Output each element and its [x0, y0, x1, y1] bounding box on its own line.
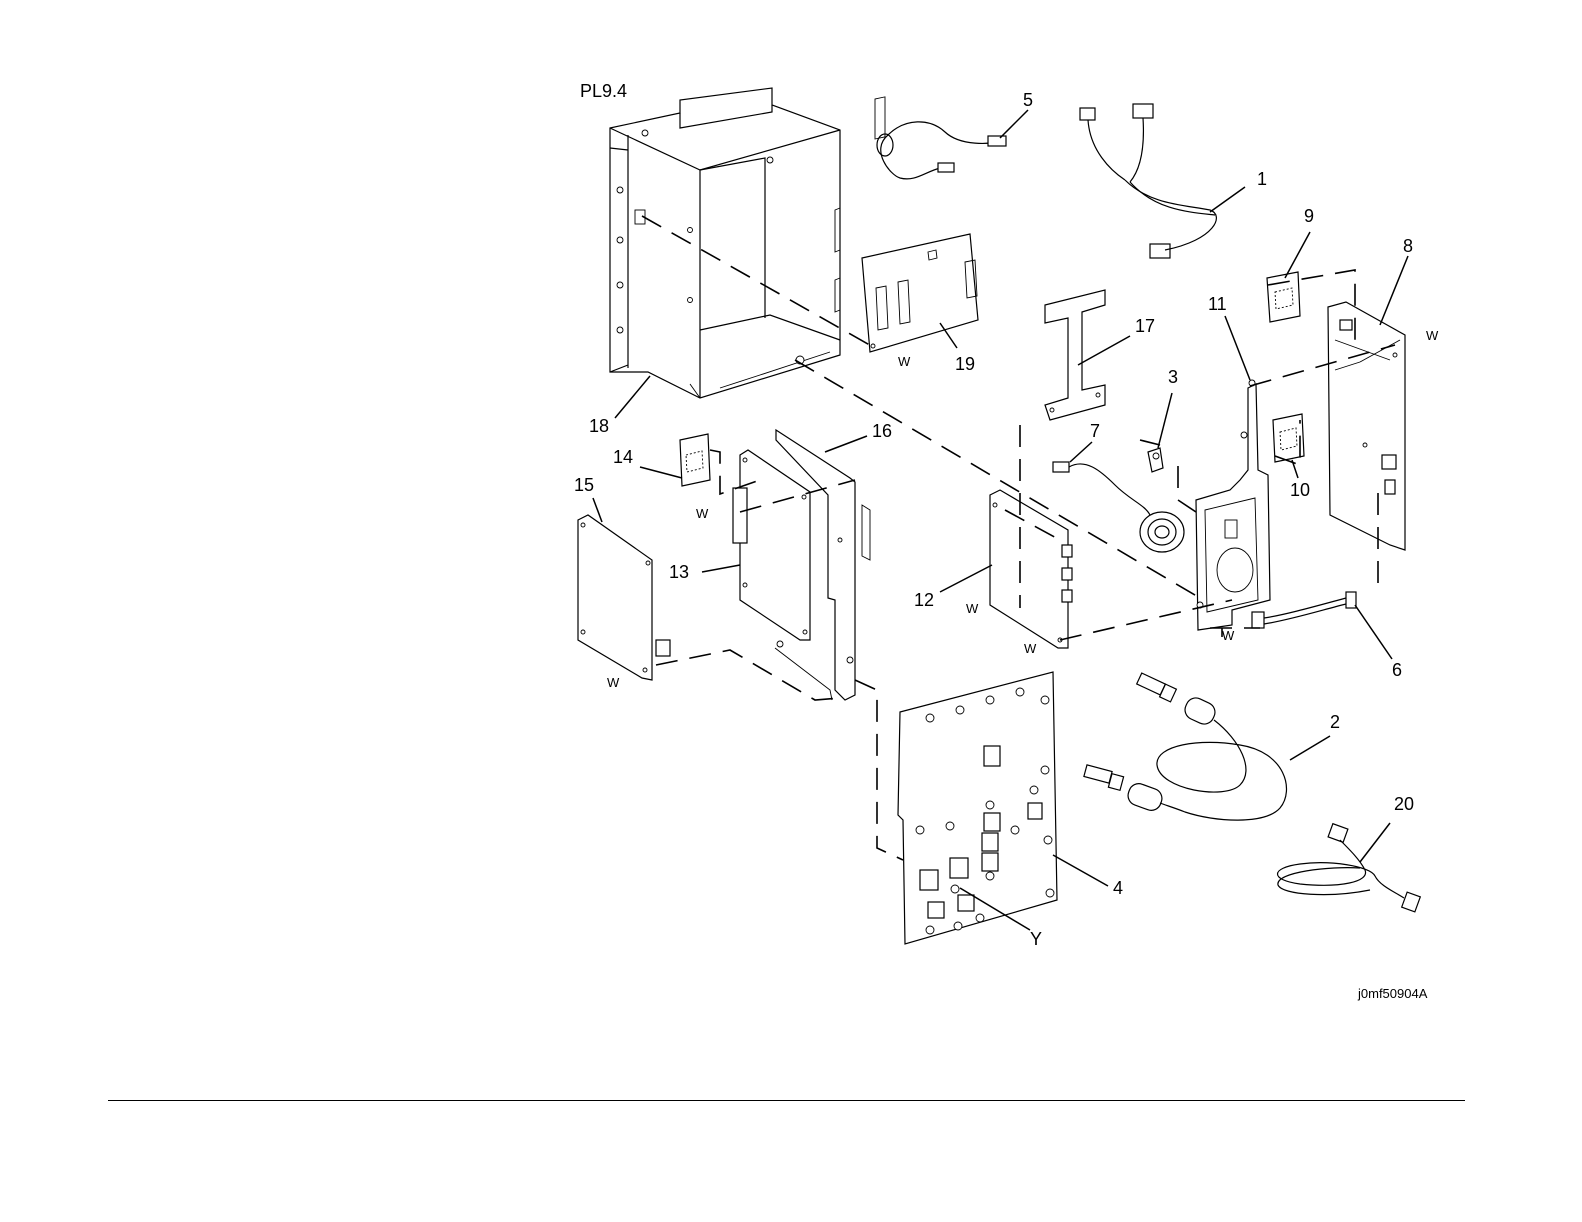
- part-4-main-board: [898, 672, 1057, 944]
- callout-7: 7: [1090, 421, 1100, 441]
- footer-rule: [108, 1100, 1465, 1101]
- part-14-label: [680, 434, 710, 486]
- part-15-board: [578, 515, 670, 680]
- callout-20: 20: [1394, 794, 1414, 814]
- callout-18: 18: [589, 416, 609, 436]
- callout-14: 14: [613, 447, 633, 467]
- marker-w: W: [898, 354, 911, 369]
- callout-2: 2: [1330, 712, 1340, 732]
- marker-w: W: [607, 675, 620, 690]
- part-19-board: [862, 97, 978, 352]
- callout-12: 12: [914, 590, 934, 610]
- callout-6: 6: [1392, 660, 1402, 680]
- part-20-network-cable: [1278, 824, 1421, 912]
- callout-8: 8: [1403, 236, 1413, 256]
- marker-w: W: [1426, 328, 1439, 343]
- marker-w: W: [696, 506, 709, 521]
- part-13-board: [733, 450, 810, 640]
- callout-3: 3: [1168, 367, 1178, 387]
- part-8-board: [1328, 302, 1405, 550]
- part-9-label: [1267, 272, 1300, 322]
- part-2-usb-cable: [1084, 673, 1287, 820]
- part-3-bracket: [1148, 448, 1163, 472]
- part-7-speaker: [1053, 462, 1184, 552]
- marker-y: Y: [1030, 929, 1042, 949]
- callout-4: 4: [1113, 878, 1123, 898]
- part-1-harness: [1080, 104, 1216, 258]
- part-12-board: [990, 490, 1072, 648]
- part-5-harness: [877, 122, 1006, 179]
- figure-id: j0mf50904A: [1357, 986, 1428, 1001]
- callout-15: 15: [574, 475, 594, 495]
- callout-9: 9: [1304, 206, 1314, 226]
- callout-19: 19: [955, 354, 975, 374]
- callout-11: 11: [1208, 294, 1227, 314]
- callout-5: 5: [1023, 90, 1033, 110]
- marker-w: W: [1222, 628, 1235, 643]
- part-18-chassis-frame: [610, 88, 840, 398]
- marker-w: W: [966, 601, 979, 616]
- callout-10: 10: [1290, 480, 1310, 500]
- callout-17: 17: [1135, 316, 1155, 336]
- marker-w: W: [1024, 641, 1037, 656]
- callout-1: 1: [1257, 169, 1267, 189]
- part-11-mounting-plate: [1196, 380, 1270, 630]
- callout-13: 13: [669, 562, 689, 582]
- callout-16: 16: [872, 421, 892, 441]
- figure-title: PL9.4: [580, 81, 627, 101]
